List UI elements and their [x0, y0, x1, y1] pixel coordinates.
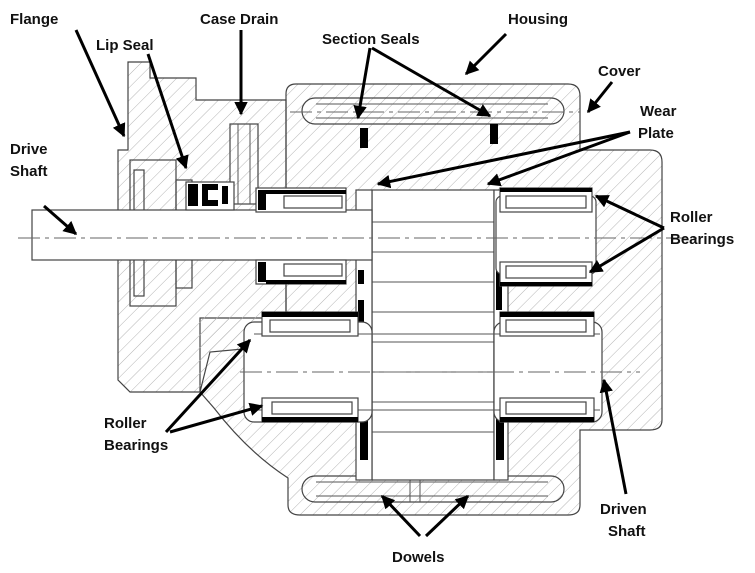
label-case-drain: Case Drain — [200, 11, 278, 28]
leader-arrows — [43, 29, 665, 538]
label-roller-bearings-right-line2: Bearings — [670, 231, 734, 248]
bearing-drive-left — [255, 187, 347, 285]
label-section-seals: Section Seals — [322, 31, 420, 48]
label-housing: Housing — [508, 11, 568, 28]
drive-shaft — [31, 195, 597, 275]
section-seals — [360, 124, 498, 148]
lip-seal — [185, 181, 235, 211]
label-wear-plate-line2: Plate — [638, 125, 674, 142]
label-lip-seal: Lip Seal — [96, 37, 154, 54]
label-cover: Cover — [598, 63, 641, 80]
label-flange: Flange — [10, 11, 58, 28]
label-drive-shaft-line2: Shaft — [10, 163, 48, 180]
bearing-drive-right — [499, 187, 593, 287]
label-roller-bearings-left-line1: Roller — [104, 415, 147, 432]
label-driven-shaft-line2: Shaft — [608, 523, 646, 540]
gear-section — [371, 189, 495, 481]
label-drive-shaft-line1: Drive — [10, 141, 48, 158]
label-dowels: Dowels — [392, 549, 445, 566]
label-roller-bearings-right-line1: Roller — [670, 209, 713, 226]
label-wear-plate-line1: Wear — [640, 103, 677, 120]
bearing-driven-left — [261, 311, 359, 423]
label-driven-shaft-line1: Driven — [600, 501, 647, 518]
bearing-driven-right — [499, 311, 595, 423]
label-roller-bearings-left-line2: Bearings — [104, 437, 168, 454]
case-drain-port — [229, 123, 259, 205]
